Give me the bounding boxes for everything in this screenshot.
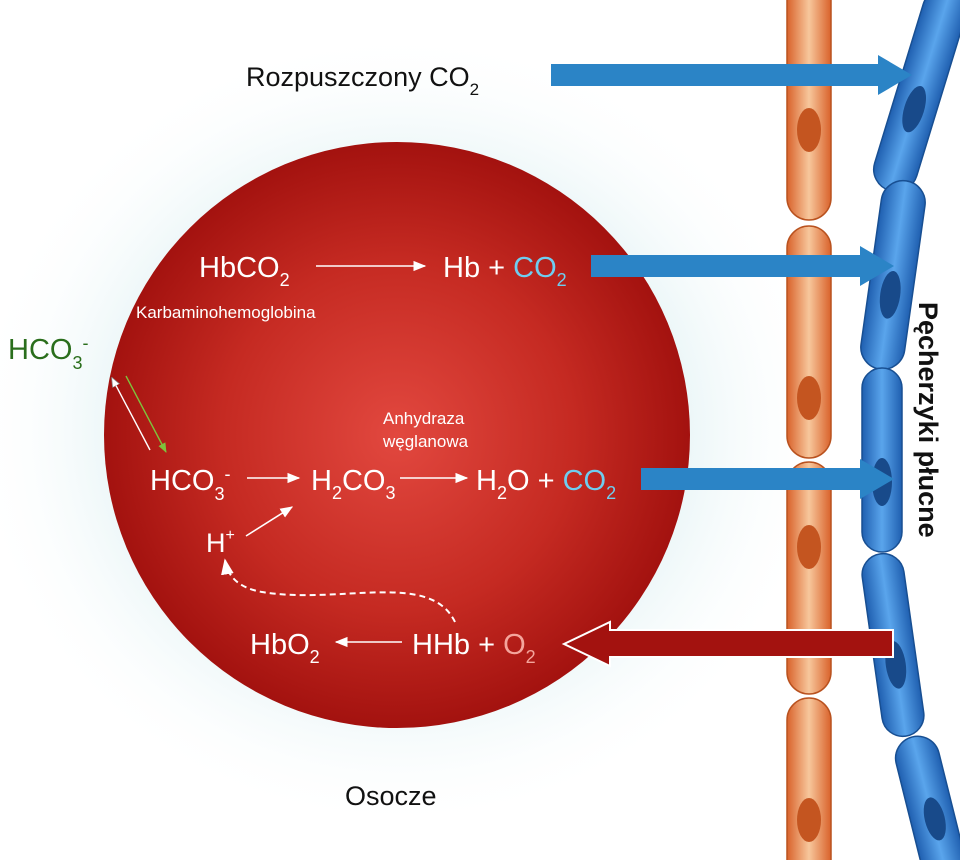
co2-arrow-carbamino — [591, 246, 894, 286]
carbaminohemoglobina-label: Karbaminohemoglobina — [136, 303, 316, 322]
hbo2-label: HbO2 — [250, 629, 320, 667]
arrow-hco3-out — [112, 378, 151, 451]
osocze-label: Osocze — [345, 781, 437, 811]
anhydraza-label-line2: węglanowa — [382, 432, 469, 451]
co2-arrow-top — [551, 55, 912, 95]
arrow-hplus-to-h2co3 — [245, 506, 294, 537]
hplus-label: H+ — [206, 527, 235, 558]
alveolar-wall — [860, 0, 960, 865]
co2-arrow-bicarbonate — [641, 459, 894, 499]
h2co3-label: H2CO3 — [311, 465, 395, 503]
anhydraza-label-line1: Anhydraza — [383, 409, 465, 428]
hco3-cell-label: HCO3- — [150, 464, 230, 504]
hhb-o2-reactants: HHb + O2 — [412, 629, 536, 667]
capillary-wall — [786, 0, 832, 865]
dashed-arrow-hhb-to-hplus — [221, 558, 456, 623]
dissolved-co2-label: Rozpuszczony CO2 — [246, 62, 479, 99]
hco3-plasma-label: HCO3- — [8, 333, 88, 373]
red-blood-cell — [104, 142, 690, 728]
h2o-co2-product: H2O + CO2 — [476, 465, 616, 503]
pecherzyki-label: Pęcherzyki płucne — [913, 302, 943, 538]
arrow-hco3-in — [125, 375, 167, 453]
o2-arrow — [561, 620, 894, 668]
hb-co2-product: Hb + CO2 — [443, 252, 567, 290]
hbco2-label: HbCO2 — [199, 252, 290, 290]
